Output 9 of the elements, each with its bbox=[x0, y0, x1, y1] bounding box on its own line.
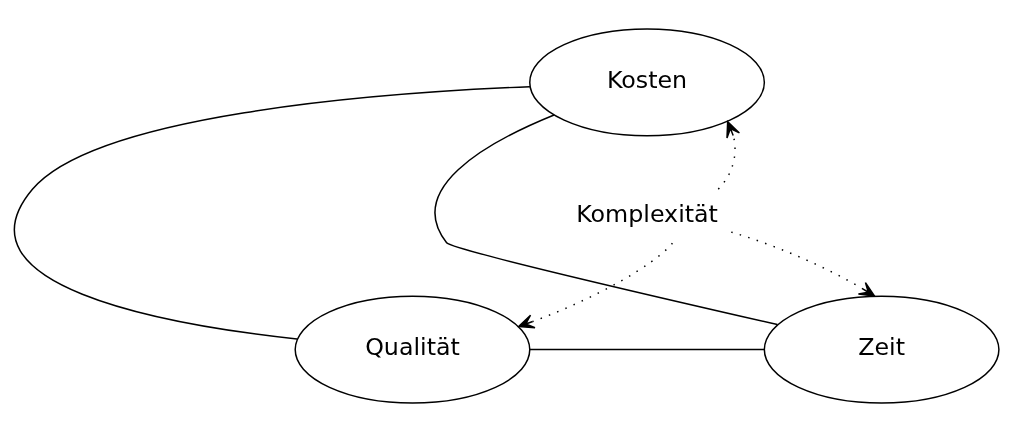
node-ellipse: Qualität bbox=[294, 295, 531, 404]
node-ellipse: Zeit bbox=[763, 295, 1000, 404]
node-text: Komplexität bbox=[576, 199, 718, 228]
connector bbox=[529, 348, 765, 351]
arrow bbox=[518, 242, 674, 329]
arrow bbox=[730, 231, 876, 297]
connector bbox=[13, 85, 531, 340]
connector bbox=[434, 114, 779, 326]
arrow bbox=[717, 120, 741, 190]
